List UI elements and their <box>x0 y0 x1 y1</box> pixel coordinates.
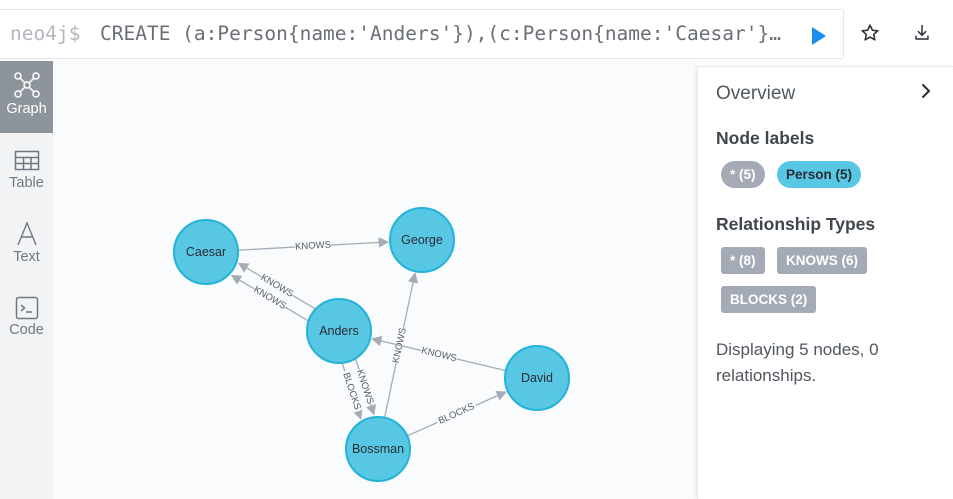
star-icon[interactable] <box>859 22 881 44</box>
chevron-right-icon[interactable] <box>916 81 936 101</box>
graph-node-label: David <box>521 371 553 385</box>
code-icon <box>15 296 38 320</box>
overview-panel: Overview Node labels * (5) Person (5) Re… <box>697 66 953 499</box>
overview-title: Overview <box>716 83 796 104</box>
relationship-label-background <box>339 369 364 414</box>
graph-node[interactable] <box>389 207 455 273</box>
rel-type-knows[interactable]: KNOWS (6) <box>777 247 867 274</box>
view-sidebar: Graph Table Text Code <box>0 61 53 499</box>
download-icon[interactable] <box>911 22 933 44</box>
graph-node[interactable] <box>306 298 372 364</box>
relationship-label-background <box>353 367 377 406</box>
sidebar-item-code[interactable]: Code <box>0 286 53 358</box>
table-icon <box>14 150 39 171</box>
node-label-all[interactable]: * (5) <box>721 161 765 188</box>
sidebar-item-label: Code <box>9 322 44 338</box>
sidebar-item-graph[interactable]: Graph <box>0 61 53 133</box>
display-summary: Displaying 5 nodes, 0 relationships. <box>716 340 879 385</box>
rel-type-all[interactable]: * (8) <box>721 247 765 274</box>
graph-node-label: Caesar <box>186 245 226 259</box>
sidebar-item-text[interactable]: Text <box>0 211 53 283</box>
sidebar-item-label: Text <box>13 249 40 265</box>
sidebar-item-label: Table <box>9 175 44 191</box>
graph-icon <box>13 72 40 98</box>
relationship-label: KNOWS <box>420 345 457 364</box>
relationship-label-background <box>258 271 296 301</box>
graph-node-label: George <box>401 233 443 247</box>
query-prompt: neo4j$ <box>10 22 81 45</box>
sidebar-item-label: Graph <box>6 101 47 117</box>
graph-visualization[interactable]: KNOWSKNOWSKNOWSBLOCKSKNOWSKNOWSKNOWSBLOC… <box>53 61 697 499</box>
play-icon[interactable] <box>806 24 830 48</box>
text-icon <box>16 221 37 246</box>
query-text[interactable]: CREATE (a:Person{name:'Anders'}),(c:Pers… <box>100 22 792 45</box>
query-editor[interactable]: neo4j$ CREATE (a:Person{name:'Anders'}),… <box>0 9 844 59</box>
node-label-person[interactable]: Person (5) <box>777 161 862 188</box>
graph-node[interactable] <box>504 345 570 411</box>
relationship-label-background <box>251 283 289 313</box>
relationship-label-background <box>434 399 479 428</box>
relationship-label: KNOWS <box>295 240 331 253</box>
query-bar: neo4j$ CREATE (a:Person{name:'Anders'}),… <box>0 0 953 66</box>
relationship-types-heading: Relationship Types <box>716 214 876 234</box>
relationship-label-background <box>420 344 458 365</box>
sidebar-item-table[interactable]: Table <box>0 139 53 211</box>
graph-node[interactable] <box>345 416 411 482</box>
graph-node-label: Anders <box>319 324 359 338</box>
node-labels-heading: Node labels <box>716 128 815 148</box>
graph-node-label: Bossman <box>352 442 404 456</box>
rel-type-blocks[interactable]: BLOCKS (2) <box>721 286 817 313</box>
graph-canvas[interactable]: KNOWSKNOWSKNOWSBLOCKSKNOWSKNOWSKNOWSBLOC… <box>53 61 697 499</box>
relationship-label-background <box>294 239 332 254</box>
graph-node[interactable] <box>173 219 239 285</box>
